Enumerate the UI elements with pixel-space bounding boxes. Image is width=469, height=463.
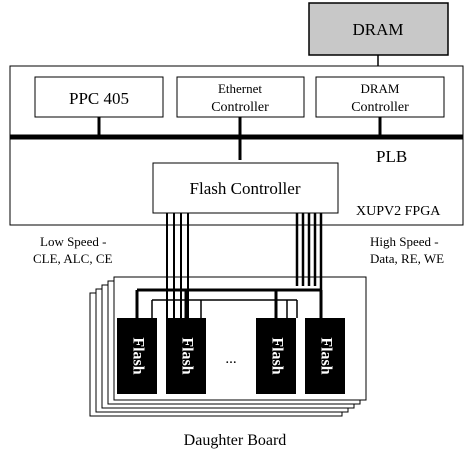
high-speed-lines <box>295 213 323 292</box>
fpga-label: XUPV2 FPGA <box>356 204 441 219</box>
high-speed-label-line1: High Speed - <box>370 234 439 249</box>
ethernet-controller-box <box>176 76 305 118</box>
fpga-box <box>9 65 464 226</box>
low-speed-label-line2: CLE, ALC, CE <box>33 251 113 266</box>
ppc-box <box>34 76 164 118</box>
ethernet-controller-label-line1: Ethernet <box>218 81 262 96</box>
plb-label: PLB <box>376 147 407 166</box>
flash-chip-4: Flash <box>305 318 345 394</box>
flash-chip-4-label: Flash <box>317 337 334 374</box>
flash-chip-1: Flash <box>117 318 157 394</box>
dram-label: DRAM <box>352 20 403 39</box>
flash-chip-2-label: Flash <box>178 337 195 374</box>
flash-chip-3: Flash <box>256 318 296 394</box>
high-speed-label-line2: Data, RE, WE <box>370 251 444 266</box>
ppc-label: PPC 405 <box>69 89 129 108</box>
ethernet-controller-label-line2: Controller <box>211 100 269 115</box>
flash-chip-3-label: Flash <box>268 337 285 374</box>
flash-controller-label: Flash Controller <box>190 179 301 198</box>
daughter-board-control-bus <box>151 299 298 318</box>
flash-chip-1-label: Flash <box>129 337 146 374</box>
daughter-board-label: Daughter Board <box>184 432 287 449</box>
dram-controller-box <box>315 76 445 118</box>
daughter-board-bus <box>135 288 323 318</box>
flash-chip-2: Flash <box>166 318 206 394</box>
dram-controller-label-line2: Controller <box>351 100 409 115</box>
low-speed-label-line1: Low Speed - <box>40 234 106 249</box>
dram-box <box>308 2 449 56</box>
dram-controller-label-line1: DRAM <box>360 81 399 96</box>
ellipsis-label: ... <box>225 351 236 367</box>
flash-controller-box <box>152 162 339 214</box>
